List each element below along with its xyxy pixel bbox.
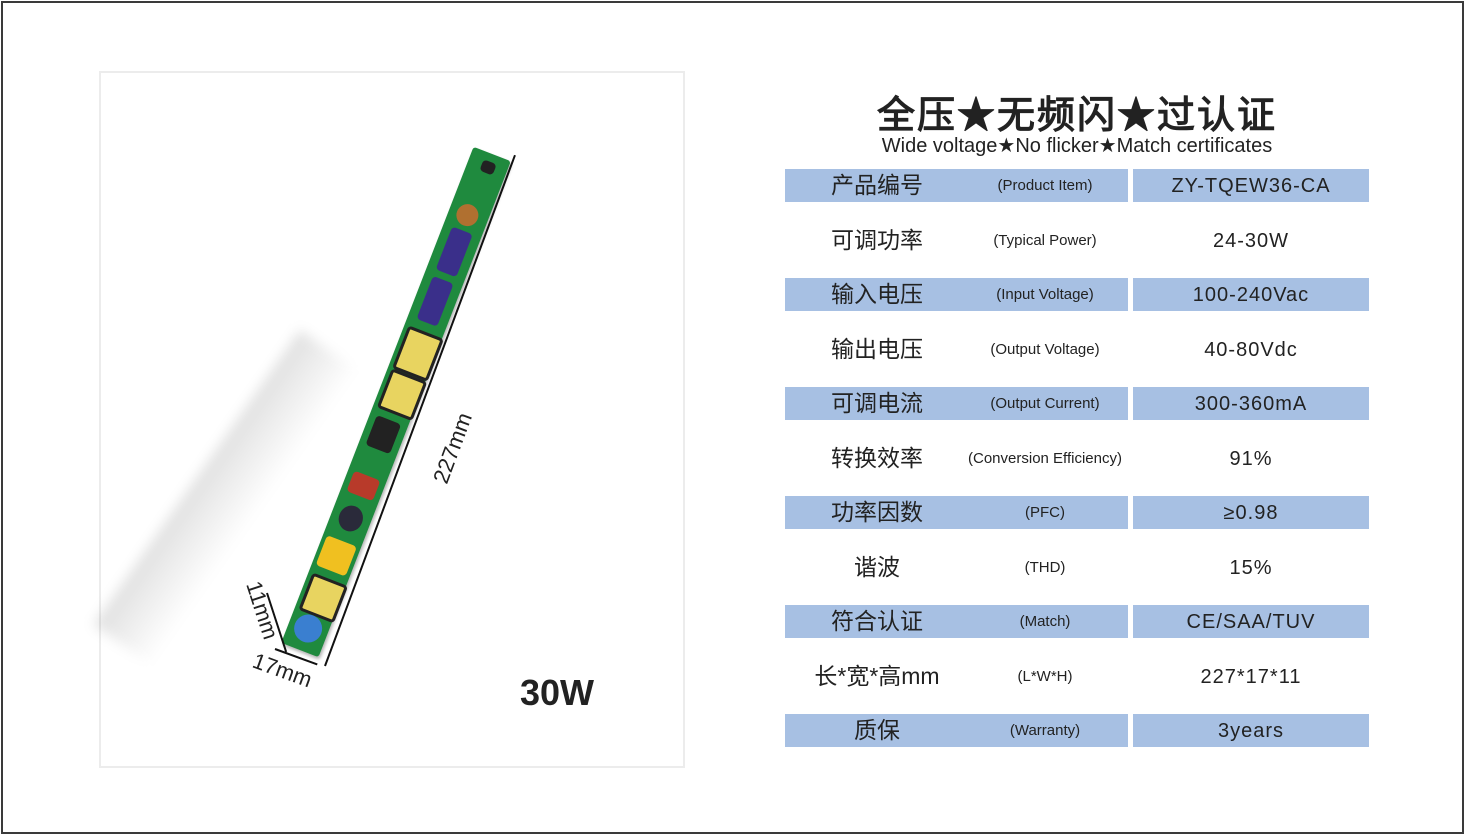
- spec-value: 40-80Vdc: [1204, 338, 1298, 361]
- spec-label-cn: 可调电流: [831, 390, 923, 416]
- spec-label-cell: 质保 (Warranty): [785, 714, 1128, 747]
- spec-row: 谐波 (THD) 15%: [785, 551, 1369, 584]
- spec-label-en: (PFC): [1025, 504, 1065, 521]
- spec-row: 质保 (Warranty) 3years: [785, 714, 1369, 747]
- spec-label-cell: 可调电流 (Output Current): [785, 387, 1128, 420]
- spec-label-en: (Warranty): [1009, 722, 1081, 739]
- spec-row: 符合认证 (Match) CE/SAA/TUV: [785, 605, 1369, 638]
- spec-row: 转换效率 (Conversion Efficiency) 91%: [785, 442, 1369, 475]
- spec-label-cn: 可调功率: [831, 226, 923, 253]
- spec-row: 输出电压 (Output Voltage) 40-80Vdc: [785, 333, 1369, 366]
- spec-value: 300-360mA: [1133, 387, 1369, 420]
- spec-row: 输入电压 (Input Voltage) 100-240Vac: [785, 278, 1369, 311]
- spec-row: 功率因数 (PFC) ≥0.98: [785, 496, 1369, 529]
- spec-label-cn: 功率因数: [831, 499, 923, 525]
- spec-label-cell: 转换效率 (Conversion Efficiency): [785, 442, 1128, 475]
- spec-value: 24-30W: [1212, 229, 1290, 252]
- spec-label-cn: 转换效率: [831, 444, 923, 471]
- spec-label-en: (Match): [1019, 613, 1071, 630]
- spec-label-en: (THD): [1024, 558, 1066, 576]
- spec-label-cn: 输出电压: [831, 335, 923, 362]
- spec-label-en: (Output Voltage): [990, 340, 1100, 358]
- spec-value: 100-240Vac: [1133, 278, 1369, 311]
- wattage-label: 30W: [520, 672, 595, 713]
- spec-label-en: (Product Item): [997, 177, 1093, 194]
- spec-label-cell: 功率因数 (PFC): [785, 496, 1128, 529]
- spec-value: 15%: [1229, 556, 1273, 579]
- spec-value: CE/SAA/TUV: [1133, 605, 1369, 638]
- headline-english: Wide voltage★No flicker★Match certificat…: [881, 135, 1273, 157]
- headline-chinese: 全压★无频闪★过认证: [876, 92, 1277, 137]
- product-photo: [99, 71, 685, 768]
- spec-label-en: (Input Voltage): [996, 286, 1094, 303]
- spec-label-cn: 长*宽*高mm: [814, 662, 940, 689]
- spec-value: 91%: [1229, 447, 1273, 470]
- spec-label-en: (Output Current): [990, 395, 1100, 412]
- spec-label-cell: 输出电压 (Output Voltage): [785, 333, 1128, 366]
- spec-row: 长*宽*高mm (L*W*H) 227*17*11: [785, 660, 1369, 693]
- spec-label-cn: 符合认证: [831, 608, 923, 634]
- spec-label-cell: 长*宽*高mm (L*W*H): [785, 660, 1128, 693]
- spec-value: ≥0.98: [1133, 496, 1369, 529]
- spec-label-cell: 输入电压 (Input Voltage): [785, 278, 1128, 311]
- spec-label-cell: 产品编号 (Product Item): [785, 169, 1128, 202]
- spec-label-cn: 输入电压: [831, 281, 923, 307]
- spec-row: 可调电流 (Output Current) 300-360mA: [785, 387, 1369, 420]
- spec-value: ZY-TQEW36-CA: [1133, 169, 1369, 202]
- spec-label-cell: 谐波 (THD): [785, 551, 1128, 584]
- spec-value: 227*17*11: [1200, 665, 1302, 688]
- spec-label-cn: 产品编号: [831, 172, 923, 198]
- spec-row: 产品编号 (Product Item) ZY-TQEW36-CA: [785, 169, 1369, 202]
- spec-label-cn: 谐波: [854, 553, 900, 580]
- spec-label-cell: 可调功率 (Typical Power): [785, 224, 1128, 257]
- spec-row: 可调功率 (Typical Power) 24-30W: [785, 224, 1369, 257]
- spec-label-en: (Conversion Efficiency): [968, 449, 1122, 467]
- spec-label-cn: 质保: [854, 717, 900, 743]
- spec-label-cell: 符合认证 (Match): [785, 605, 1128, 638]
- spec-label-en: (Typical Power): [993, 231, 1097, 249]
- spec-value: 3years: [1133, 714, 1369, 747]
- spec-label-en: (L*W*H): [1017, 667, 1073, 685]
